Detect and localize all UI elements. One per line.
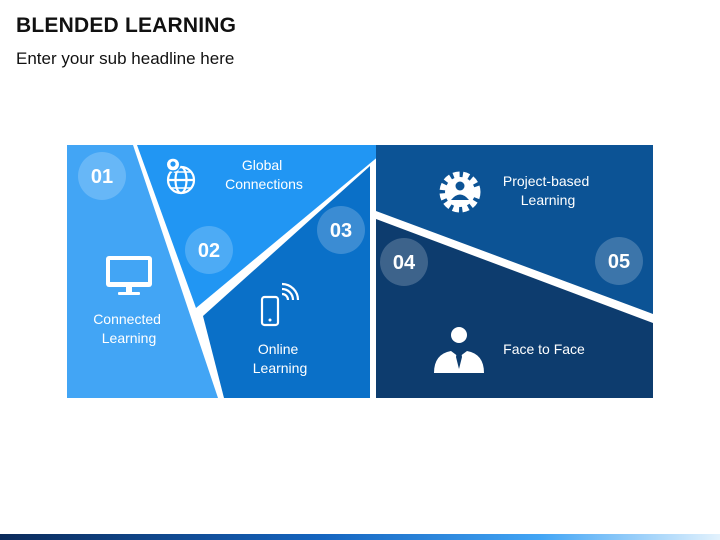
- svg-text:Project-based Learning: Project-based Learning: [503, 173, 593, 208]
- segment-05-label-line-1: Project-based: [503, 173, 589, 189]
- businessman-icon: [434, 327, 484, 373]
- segment-01-label-line-2: Learning: [102, 330, 157, 346]
- segment-02-number: 02: [198, 240, 220, 262]
- segment-04-label: Face to Face: [503, 341, 585, 357]
- segment-04-number-badge: [380, 238, 428, 286]
- segment-04: 04 Face to Face: [376, 219, 653, 398]
- segment-02: 02 Global Connections: [137, 145, 392, 308]
- segment-03-number: 03: [330, 220, 352, 242]
- page-title: BLENDED LEARNING: [16, 14, 237, 37]
- segment-02-label-line-1: Global: [242, 157, 282, 173]
- segment-02-number-badge: [185, 226, 233, 274]
- segment-05: 05 Project-based Learning: [376, 145, 653, 314]
- svg-text:Connected Learning: Connected Learning: [93, 311, 165, 346]
- segment-03: 03 Online Learning: [203, 166, 370, 398]
- segment-02-label-line-2: Connections: [225, 176, 303, 192]
- segment-05-number-badge: [595, 237, 643, 285]
- segment-01-number-badge: [78, 152, 126, 200]
- smartphone-wifi-icon: [260, 282, 300, 327]
- segment-02-shape: [137, 145, 392, 308]
- svg-text:Global Connections: Global Connections: [225, 157, 303, 192]
- segment-01-label-line-1: Connected: [93, 311, 161, 327]
- footer-bar: [0, 534, 720, 540]
- segment-01-number: 01: [91, 166, 113, 188]
- segment-04-number: 04: [393, 252, 416, 274]
- segment-05-number: 05: [608, 251, 630, 273]
- svg-text:Online Learning: Online Learning: [253, 341, 308, 376]
- segment-03-label-line-1: Online: [258, 341, 299, 357]
- segment-05-label-line-2: Learning: [521, 192, 576, 208]
- gear-person-icon: [439, 171, 481, 213]
- segment-01: 01 Connected Learning: [67, 145, 218, 398]
- segment-03-label-line-2: Learning: [253, 360, 308, 376]
- segment-03-number-badge: [317, 206, 365, 254]
- globe-pin-icon: [165, 157, 196, 195]
- page-subtitle: Enter your sub headline here: [16, 49, 235, 68]
- monitor-icon: [106, 256, 152, 295]
- segment-03-shape: [203, 166, 370, 398]
